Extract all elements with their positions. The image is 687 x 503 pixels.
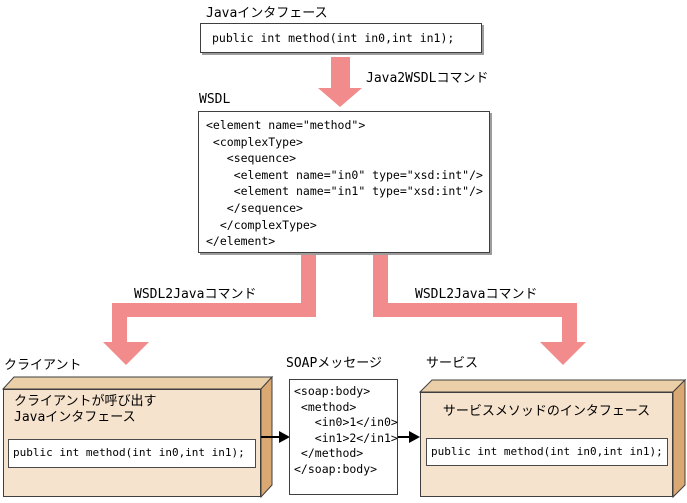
service-box: サービスメソッドのインタフェース public int method(int i… <box>420 392 673 497</box>
java-interface-label: Javaインタフェース <box>206 6 328 21</box>
client-code-box: public int method(int in0,int in1); <box>8 439 256 468</box>
client-code: public int method(int in0,int in1); <box>13 446 245 460</box>
wsdl-code: <element name="method"> <complexType> <s… <box>206 118 483 249</box>
wsdl2java-command-label-left: WSDL2Javaコマンド <box>134 287 257 302</box>
wsdl2java-left-arrow <box>103 253 316 365</box>
service-code: public int method(int in0,int in1); <box>431 444 663 458</box>
service-label: サービス <box>426 356 479 371</box>
client-label: クライアント <box>4 358 82 373</box>
client-to-soap-arrow-head <box>279 431 290 443</box>
wsdl2java-right-arrow <box>373 253 586 365</box>
service-box-title: サービスメソッドのインタフェース <box>442 404 651 419</box>
client-box: クライアントが呼び出す Javaインタフェース public int metho… <box>3 389 261 497</box>
soap-message-box: <soap:body> <method> <in0>1</in0> <in1>2… <box>289 379 398 495</box>
soap-message-code: <soap:body> <method> <in0>1</in0> <in1>2… <box>294 384 398 476</box>
java2wsdl-arrow <box>318 57 362 107</box>
java-interface-code-box: public int method(int in0,int in1); <box>200 23 482 53</box>
service-box-side-face <box>672 378 686 499</box>
service-box-top-face <box>418 379 687 393</box>
java2wsdl-command-label: Java2WSDLコマンド <box>366 71 489 86</box>
service-code-box: public int method(int in0,int in1); <box>426 438 668 466</box>
soap-to-service-arrow-head <box>409 431 420 443</box>
client-box-top-face <box>1 376 274 390</box>
soap-message-label: SOAPメッセージ <box>286 356 383 371</box>
wsdl2java-command-label-right: WSDL2Javaコマンド <box>415 287 538 302</box>
client-box-title: クライアントが呼び出す Javaインタフェース <box>14 394 157 425</box>
wsdl-code-box: <element name="method"> <complexType> <s… <box>198 111 490 253</box>
wsdl-label: WSDL <box>199 92 231 107</box>
java-interface-code: public int method(int in0,int in1); <box>212 30 455 45</box>
